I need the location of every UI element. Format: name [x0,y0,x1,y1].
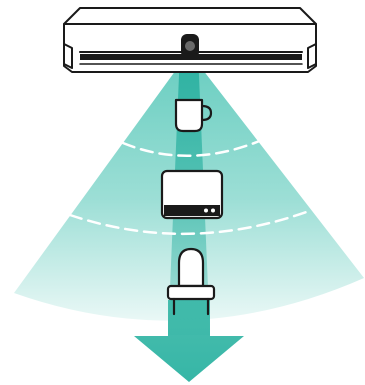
arrow-down-icon [134,300,244,382]
chair-icon [166,247,216,316]
coffee-cup-icon [174,98,213,133]
zone-divider-near [121,138,264,158]
tv-monitor-icon [160,169,224,220]
sensor-camera-icon [181,34,199,58]
zone-divider-far [68,208,314,235]
